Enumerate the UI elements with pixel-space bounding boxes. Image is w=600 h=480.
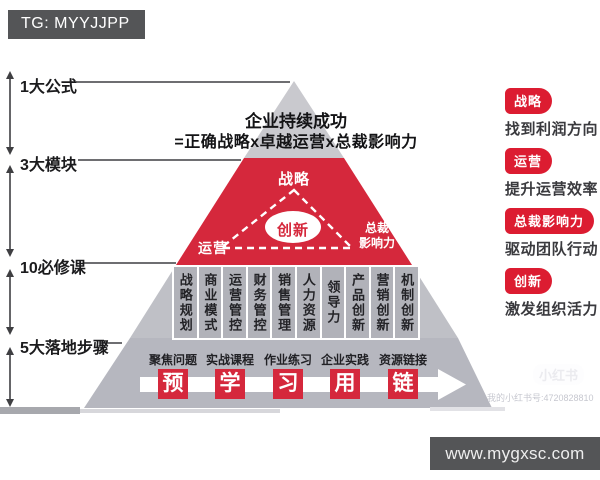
course-label: 商业模式: [202, 272, 218, 333]
step-label: 实战课程: [205, 353, 255, 367]
axis-arrow-down-icon: [6, 147, 14, 155]
pyramid-title-line1: 企业持续成功: [245, 112, 347, 131]
step-label: 资源链接: [378, 353, 428, 367]
base-shadow-right: [430, 407, 505, 411]
website-url-plate: www.mygxsc.com: [430, 437, 600, 470]
band-label-ceo-line2: 影响力: [358, 235, 396, 250]
legend-desc: 驱动团队行动: [505, 241, 599, 258]
course-column: 商业模式: [198, 267, 222, 338]
course-column: 营销创新: [370, 267, 394, 338]
course-label: 机制创新: [399, 272, 415, 333]
dashed-triangle: [217, 188, 355, 250]
course-label: 销售管理: [276, 272, 292, 333]
step-label: 作业练习: [263, 353, 313, 367]
xiaohongshu-watermark: 小红书: [533, 364, 585, 385]
step-key-badge: 习: [273, 369, 303, 399]
band-label-ceo-influence: 总裁 影响力: [359, 221, 395, 250]
step-label: 企业实践: [320, 353, 370, 367]
course-label: 人力资源: [300, 272, 316, 333]
legend-desc: 激发组织活力: [505, 301, 599, 318]
base-shadow-dark: [0, 407, 80, 414]
course-column: 运营管控: [223, 267, 246, 338]
course-column: 领导力: [321, 267, 345, 338]
axis-arrow-up-icon: [6, 165, 14, 173]
band-label-strategy: 战略: [277, 171, 311, 188]
axis-arrow-down-icon: [6, 327, 14, 335]
legend-item-innovation: 创新 激发组织活力: [505, 268, 600, 319]
innovation-ellipse: [265, 211, 321, 243]
course-column: 销售管理: [272, 267, 295, 338]
course-label: 战略规划: [177, 272, 193, 333]
axis-label-modules: 3大模块: [20, 157, 77, 174]
course-label: 产品创新: [349, 272, 365, 333]
legend-pill: 运营: [505, 148, 553, 174]
step-key-badge: 链: [388, 369, 418, 399]
legend-item-ceo-influence: 总裁影响力 驱动团队行动: [505, 208, 600, 259]
axis-label-courses: 10必修课: [20, 260, 86, 277]
account-watermark: 我的小红书号:4720828810: [487, 393, 594, 403]
innovation-label: 创新: [276, 222, 310, 239]
course-column: 机制创新: [395, 267, 418, 338]
tg-badge: TG: MYYJJPP: [8, 10, 145, 39]
axis-arrow-down-icon: [6, 249, 14, 257]
legend-pill: 战略: [505, 88, 553, 114]
course-label: 运营管控: [226, 272, 242, 333]
course-column: 战略规划: [174, 267, 197, 338]
legend-item-strategy: 战略 找到利润方向: [505, 88, 600, 139]
base-shadow-light: [80, 409, 280, 413]
legend-pill: 创新: [505, 268, 553, 294]
step-label: 聚焦问题: [148, 353, 198, 367]
step-key-badge: 用: [330, 369, 360, 399]
pyramid-title-line2: =正确战略x卓越运营x总裁影响力: [174, 134, 418, 151]
course-columns: 战略规划 商业模式 运营管控 财务管控 销售管理 人力资源 领导力 产品创新 营…: [172, 265, 420, 340]
course-column: 人力资源: [296, 267, 320, 338]
axis-arrow-down-icon: [6, 399, 14, 407]
course-label: 营销创新: [374, 272, 390, 333]
course-column: 产品创新: [346, 267, 369, 338]
course-label: 领导力: [325, 280, 341, 325]
axis-arrow-up-icon: [6, 347, 14, 355]
axis-label-steps: 5大落地步骤: [20, 340, 109, 357]
band-label-operations: 运营: [198, 240, 228, 256]
pyramid-top-triangle: [244, 81, 344, 158]
band-label-ceo-line1: 总裁: [364, 221, 390, 235]
course-label: 财务管控: [251, 272, 267, 333]
legend-pill: 总裁影响力: [505, 208, 595, 234]
course-column: 财务管控: [247, 267, 271, 338]
legend-desc: 提升运营效率: [505, 181, 599, 198]
legend-item-operations: 运营 提升运营效率: [505, 148, 600, 199]
step-key-badge: 预: [158, 369, 188, 399]
axis-arrow-up-icon: [6, 269, 14, 277]
step-key-badge: 学: [215, 369, 245, 399]
axis-label-formula: 1大公式: [20, 79, 77, 96]
left-axis: [6, 71, 290, 407]
legend-desc: 找到利润方向: [505, 121, 599, 138]
axis-arrow-up-icon: [6, 71, 14, 79]
